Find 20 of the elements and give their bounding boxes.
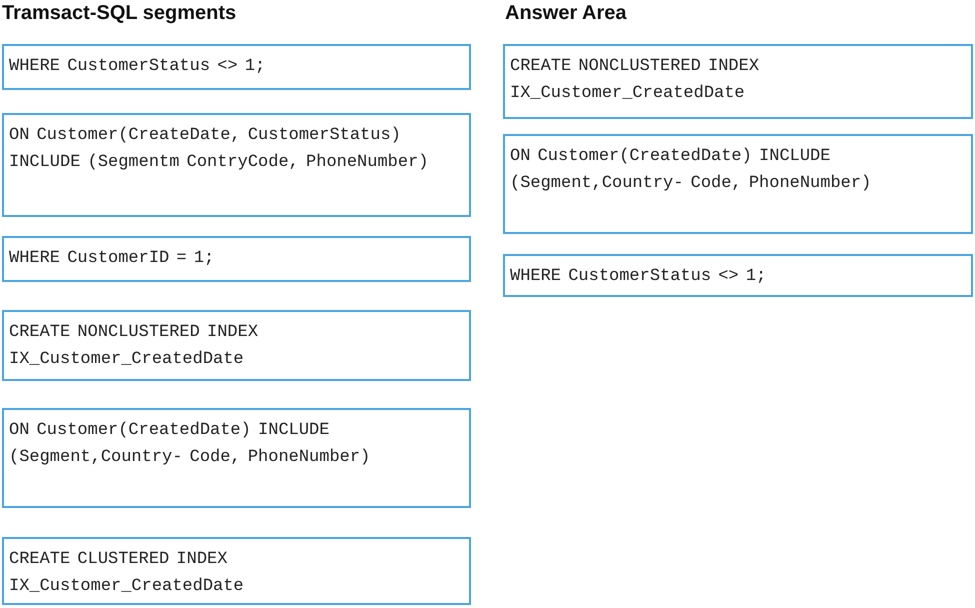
section-heading: Answer Area: [505, 1, 627, 25]
code-text: ON Customer(CreatedDate) INCLUDE (Segment,Country- Code, PhoneNumber): [9, 420, 372, 469]
code-text: WHERE CustomerStatus <> 1;: [510, 266, 768, 288]
code-text: CREATE CLUSTERED INDEX IX_Customer_CreatedDate: [9, 549, 245, 598]
code-segment-card: [2, 408, 471, 508]
code-segment-card: [503, 44, 973, 119]
code-text: CREATE NONCLUSTERED INDEX IX_Customer_CreatedDate: [9, 322, 260, 371]
code-segment-card: [503, 134, 973, 234]
code-text: ON Customer(CreateDate, CustomerStatus) INCLUDE (Segmentm ContryCode, PhoneNumber): [9, 125, 430, 174]
section-heading: Tramsact-SQL segments: [2, 1, 236, 25]
code-segment-card: [2, 236, 471, 282]
code-segment-card: [2, 537, 471, 605]
code-segment-card: [503, 254, 973, 297]
code-segment-card: [2, 113, 471, 217]
code-text: ON Customer(CreatedDate) INCLUDE (Segment,Country- Code, PhoneNumber): [510, 146, 872, 195]
code-text: CREATE NONCLUSTERED INDEX IX_Customer_CreatedDate: [510, 56, 760, 105]
code-segment-card: [2, 44, 471, 90]
code-text: WHERE CustomerStatus <> 1;: [9, 56, 266, 78]
code-segment-card: [2, 310, 471, 381]
code-text: WHERE CustomerID = 1;: [9, 248, 216, 270]
